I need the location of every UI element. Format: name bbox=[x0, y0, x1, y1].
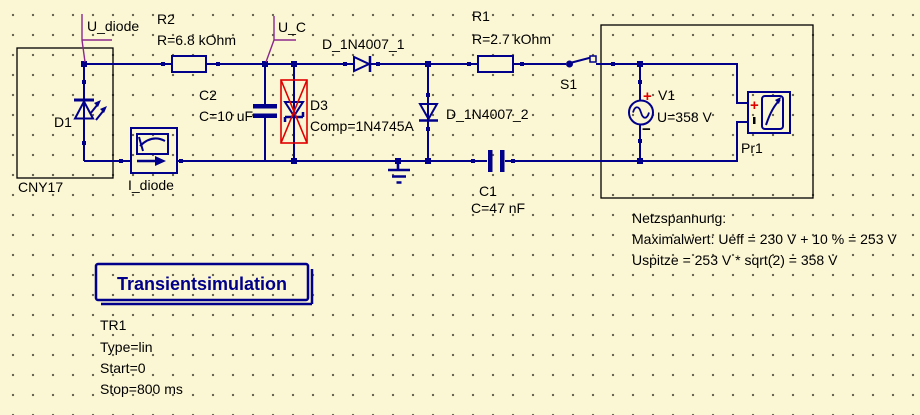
component-r1[interactable] bbox=[477, 55, 514, 73]
v1-plus-sign: + bbox=[643, 88, 652, 105]
pr1-plus-sign: + bbox=[750, 97, 759, 114]
simulation-title[interactable]: Transientsimulation bbox=[117, 274, 287, 294]
wire-junction-dots bbox=[81, 61, 643, 164]
r1-value-label[interactable]: R=2.7 kOhm bbox=[472, 31, 551, 47]
pr1-minus-mark bbox=[753, 117, 756, 124]
wire-top-rail[interactable] bbox=[84, 63, 749, 104]
c2-name-label[interactable]: C2 bbox=[199, 87, 217, 103]
component-d1-led[interactable] bbox=[73, 98, 107, 121]
d1-label[interactable]: D1 bbox=[54, 114, 72, 130]
ammeter-display bbox=[136, 133, 169, 155]
ammeter-label[interactable]: I_diode bbox=[128, 177, 174, 193]
s1-contact-right bbox=[589, 55, 597, 63]
annotation-netzspannung[interactable]: Netzspannung: Maximalwert: Ueff = 230 V … bbox=[632, 210, 897, 268]
annotation-line-2[interactable]: Maximalwert: Ueff = 230 V + 10 % = 253 V bbox=[632, 231, 897, 247]
d1-arrowhead-1 bbox=[94, 100, 101, 107]
v1-circle bbox=[628, 99, 654, 126]
c1-name-label[interactable]: C1 bbox=[479, 183, 497, 199]
v1-name-label[interactable]: V1 bbox=[658, 87, 675, 103]
component-c1[interactable] bbox=[488, 150, 505, 172]
simulation-name-label[interactable]: TR1 bbox=[100, 317, 127, 333]
component-c2[interactable] bbox=[253, 104, 277, 118]
ammeter-body bbox=[130, 127, 178, 174]
component-d1n4007-2[interactable] bbox=[418, 103, 439, 122]
d1n4007-1-label[interactable]: D_1N4007_1 bbox=[322, 36, 405, 52]
r2-body bbox=[171, 55, 207, 73]
d3-selection-cross bbox=[280, 79, 308, 144]
component-pr1-probe[interactable]: + bbox=[747, 91, 791, 134]
d3-selection-box bbox=[280, 79, 308, 144]
v1-value-label[interactable]: U=358 V bbox=[657, 109, 713, 125]
d3-triangle bbox=[283, 101, 305, 118]
c1-plate-left bbox=[488, 150, 493, 172]
u-c-label-text[interactable]: U_C bbox=[278, 19, 306, 35]
wire-label-u-diode[interactable]: U_diode bbox=[81, 14, 139, 63]
c1-plate-right bbox=[500, 150, 505, 172]
simulation-block[interactable]: Transientsimulation bbox=[94, 262, 314, 306]
simulation-box-shadow bbox=[101, 269, 314, 306]
simulation-box bbox=[94, 262, 310, 302]
wire-bottom-rail[interactable] bbox=[84, 121, 749, 162]
wire-label-u-c[interactable]: U_C bbox=[265, 16, 306, 63]
ammeter-scale-arc bbox=[139, 137, 166, 147]
s1-label[interactable]: S1 bbox=[560, 76, 577, 92]
d3-value-label[interactable]: Comp=1N4745A bbox=[310, 118, 415, 134]
optocoupler-outline-box[interactable] bbox=[16, 47, 114, 179]
r2-value-label[interactable]: R=6.8 kOhm bbox=[157, 32, 236, 48]
c2-value-label[interactable]: C=10 uF bbox=[199, 108, 253, 124]
v1-minus-sign: − bbox=[642, 121, 651, 138]
simulation-param-start[interactable]: Start=0 bbox=[100, 360, 146, 376]
component-s1-switch[interactable] bbox=[566, 55, 597, 68]
simulation-param-type[interactable]: Type=lin bbox=[100, 339, 153, 355]
c2-plate-bottom bbox=[253, 113, 277, 118]
d1n4007-2-label[interactable]: D_1N4007_2 bbox=[446, 106, 529, 122]
source-outline-box[interactable] bbox=[600, 24, 814, 199]
r1-name-label[interactable]: R1 bbox=[472, 8, 490, 24]
c1-value-label[interactable]: C=47 nF bbox=[471, 200, 525, 216]
ammeter-arrow-head bbox=[155, 156, 166, 166]
simulation-param-stop[interactable]: Stop=800 ms bbox=[100, 381, 183, 397]
d3-zener-bar bbox=[283, 112, 305, 122]
s1-lever bbox=[569, 56, 592, 64]
d3-name-label[interactable]: D3 bbox=[310, 97, 328, 113]
d1n4007-2-triangle bbox=[418, 103, 439, 122]
d1n4007-1-triangle bbox=[353, 55, 372, 73]
annotation-line-1[interactable]: Netzspannung: bbox=[632, 210, 726, 226]
d1-triangle bbox=[73, 99, 95, 120]
d1-arrowhead-2 bbox=[100, 106, 107, 113]
annotation-line-3[interactable]: Uspitze = 253 V * sqrt(2) = 358 V bbox=[632, 252, 838, 268]
component-v1-source[interactable]: + − bbox=[628, 88, 654, 138]
component-d3-zener[interactable] bbox=[280, 79, 308, 144]
c2-plate-top bbox=[253, 104, 277, 109]
ammeter-needle bbox=[138, 136, 144, 152]
ground-icon[interactable] bbox=[388, 161, 410, 184]
component-ammeter[interactable] bbox=[130, 127, 178, 174]
r2-name-label[interactable]: R2 bbox=[157, 11, 175, 27]
cny17-label[interactable]: CNY17 bbox=[18, 179, 63, 195]
pr1-label[interactable]: Pr1 bbox=[741, 140, 763, 156]
component-d1n4007-1[interactable] bbox=[353, 55, 372, 73]
component-terminal-dots bbox=[82, 62, 642, 163]
v1-sine-icon bbox=[632, 106, 650, 119]
component-r2[interactable] bbox=[171, 55, 207, 73]
u-c-label-pointer bbox=[265, 16, 296, 63]
u-diode-label-text[interactable]: U_diode bbox=[87, 18, 139, 34]
r1-body bbox=[477, 55, 514, 73]
pr1-needle bbox=[765, 99, 781, 126]
pr1-display bbox=[761, 95, 784, 130]
pr1-body bbox=[747, 91, 791, 134]
pr1-needle-head bbox=[775, 97, 781, 104]
u-diode-label-pointer bbox=[81, 14, 112, 63]
